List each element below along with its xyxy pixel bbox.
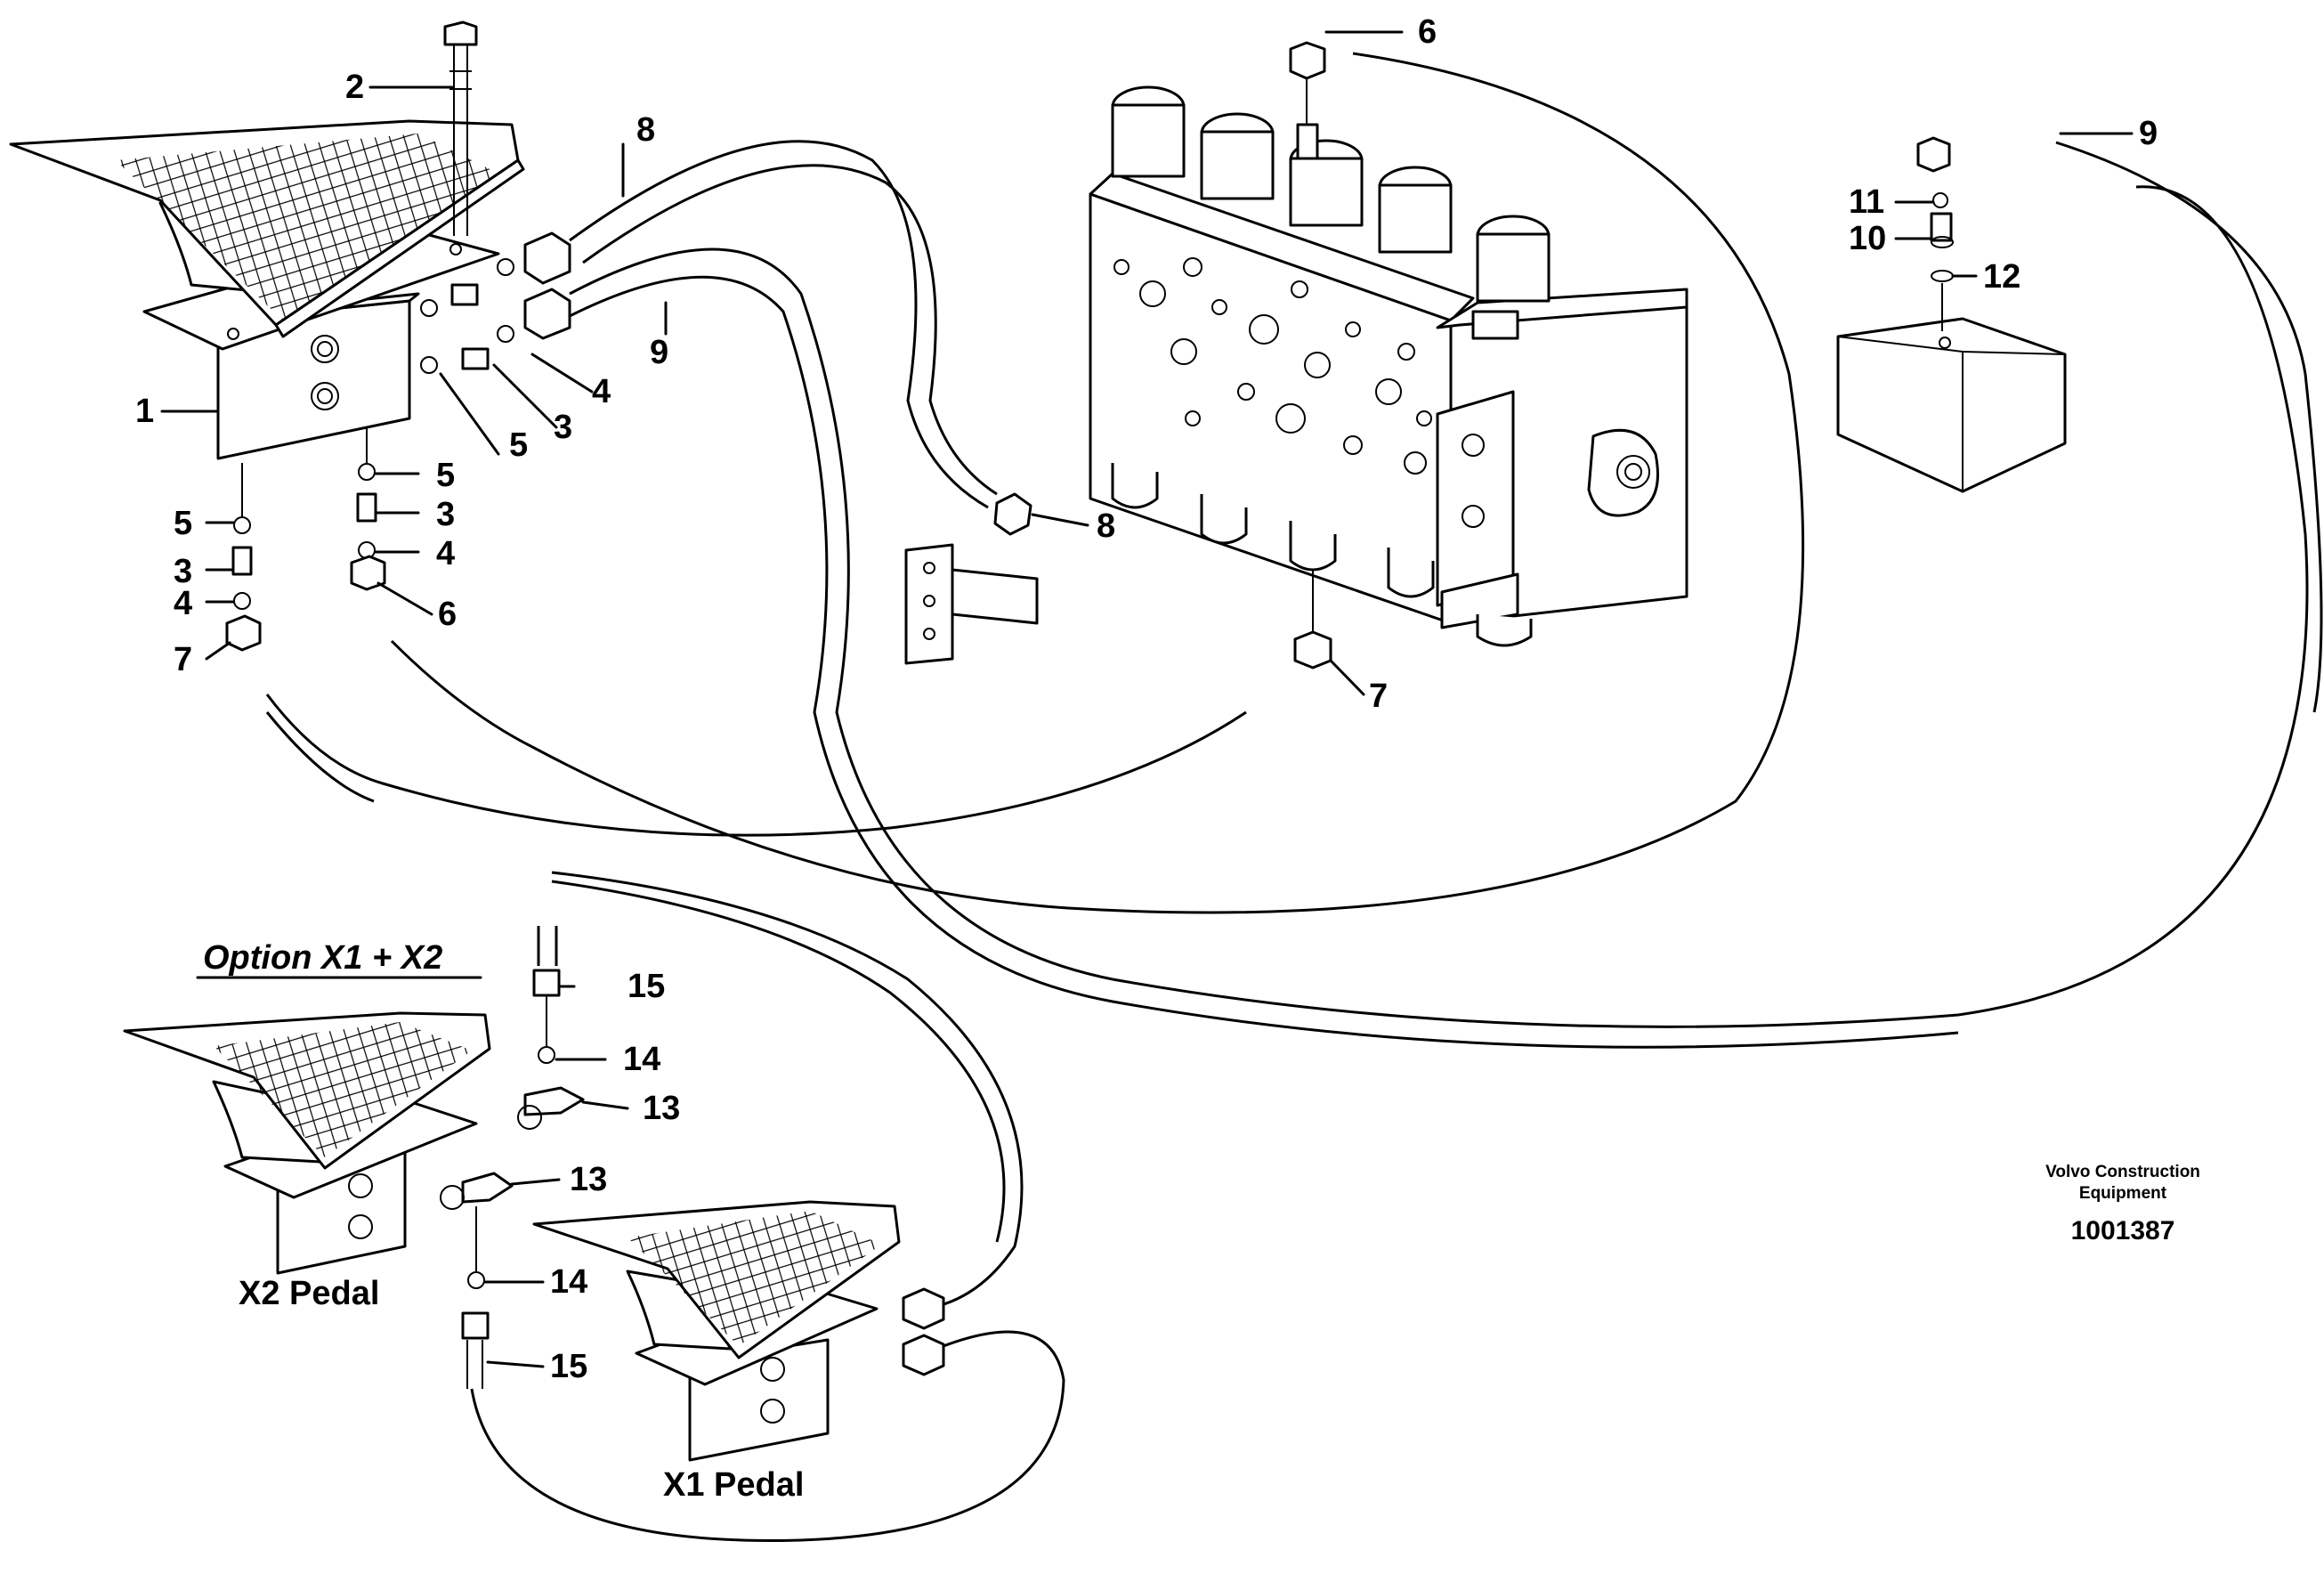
- callout-3-mid: 3: [436, 496, 455, 533]
- callout-5-mid: 5: [436, 457, 455, 494]
- callout-11: 11: [1849, 183, 1884, 221]
- hydraulic-hoses: [265, 52, 2323, 1543]
- callout-5-left: 5: [174, 505, 192, 542]
- callout-10: 10: [1849, 220, 1886, 257]
- main-pedal: [9, 119, 525, 460]
- callout-4-upper: 4: [592, 373, 611, 410]
- callout-7-left: 7: [174, 641, 192, 678]
- x1-pedal-label: X1 Pedal: [663, 1466, 804, 1504]
- callout-8-upper: 8: [636, 111, 655, 149]
- tank-block: [1836, 317, 2067, 493]
- callout-12: 12: [1983, 258, 2020, 296]
- callout-9-tank: 9: [2139, 115, 2158, 152]
- callout-13-lower: 13: [570, 1161, 607, 1198]
- callout-numbers: 2 1 8 9 4 3 5 5 3 4 6 5 3 4 7 6 7 8 9 11…: [135, 13, 2158, 1385]
- callout-3-upper: 3: [554, 409, 572, 446]
- callout-leaders: [160, 30, 2134, 1368]
- hose-bracket: [904, 543, 1039, 665]
- x1-pedal: [532, 1200, 901, 1462]
- callout-7-valve: 7: [1369, 677, 1388, 715]
- callout-6-left: 6: [438, 596, 457, 633]
- brand-line-2: Equipment: [2079, 1184, 2167, 1203]
- callout-15-upper: 15: [628, 968, 665, 1005]
- callout-3-left: 3: [174, 553, 192, 590]
- document-number: 1001387: [2071, 1216, 2175, 1245]
- callout-13-upper: 13: [643, 1090, 680, 1127]
- callout-4-mid: 4: [436, 535, 455, 572]
- callout-9-upper: 9: [650, 334, 668, 371]
- option-title: Option X1 + X2: [203, 939, 442, 977]
- brand-line-1: Volvo Construction: [2045, 1163, 2200, 1181]
- x2-pedal: [123, 1011, 491, 1275]
- callout-6-valve: 6: [1418, 13, 1437, 51]
- callout-4-left: 4: [174, 585, 192, 622]
- callout-15-lower: 15: [550, 1348, 587, 1385]
- control-valve-block: [1089, 85, 1688, 647]
- fittings: [225, 20, 1954, 1389]
- callout-5-upper: 5: [509, 426, 528, 464]
- x2-pedal-label: X2 Pedal: [239, 1275, 379, 1312]
- callout-14-lower: 14: [550, 1263, 587, 1301]
- callout-8-bracket: 8: [1097, 507, 1115, 545]
- callout-14-upper: 14: [623, 1041, 660, 1078]
- callout-1: 1: [135, 393, 154, 430]
- callout-2: 2: [345, 69, 364, 106]
